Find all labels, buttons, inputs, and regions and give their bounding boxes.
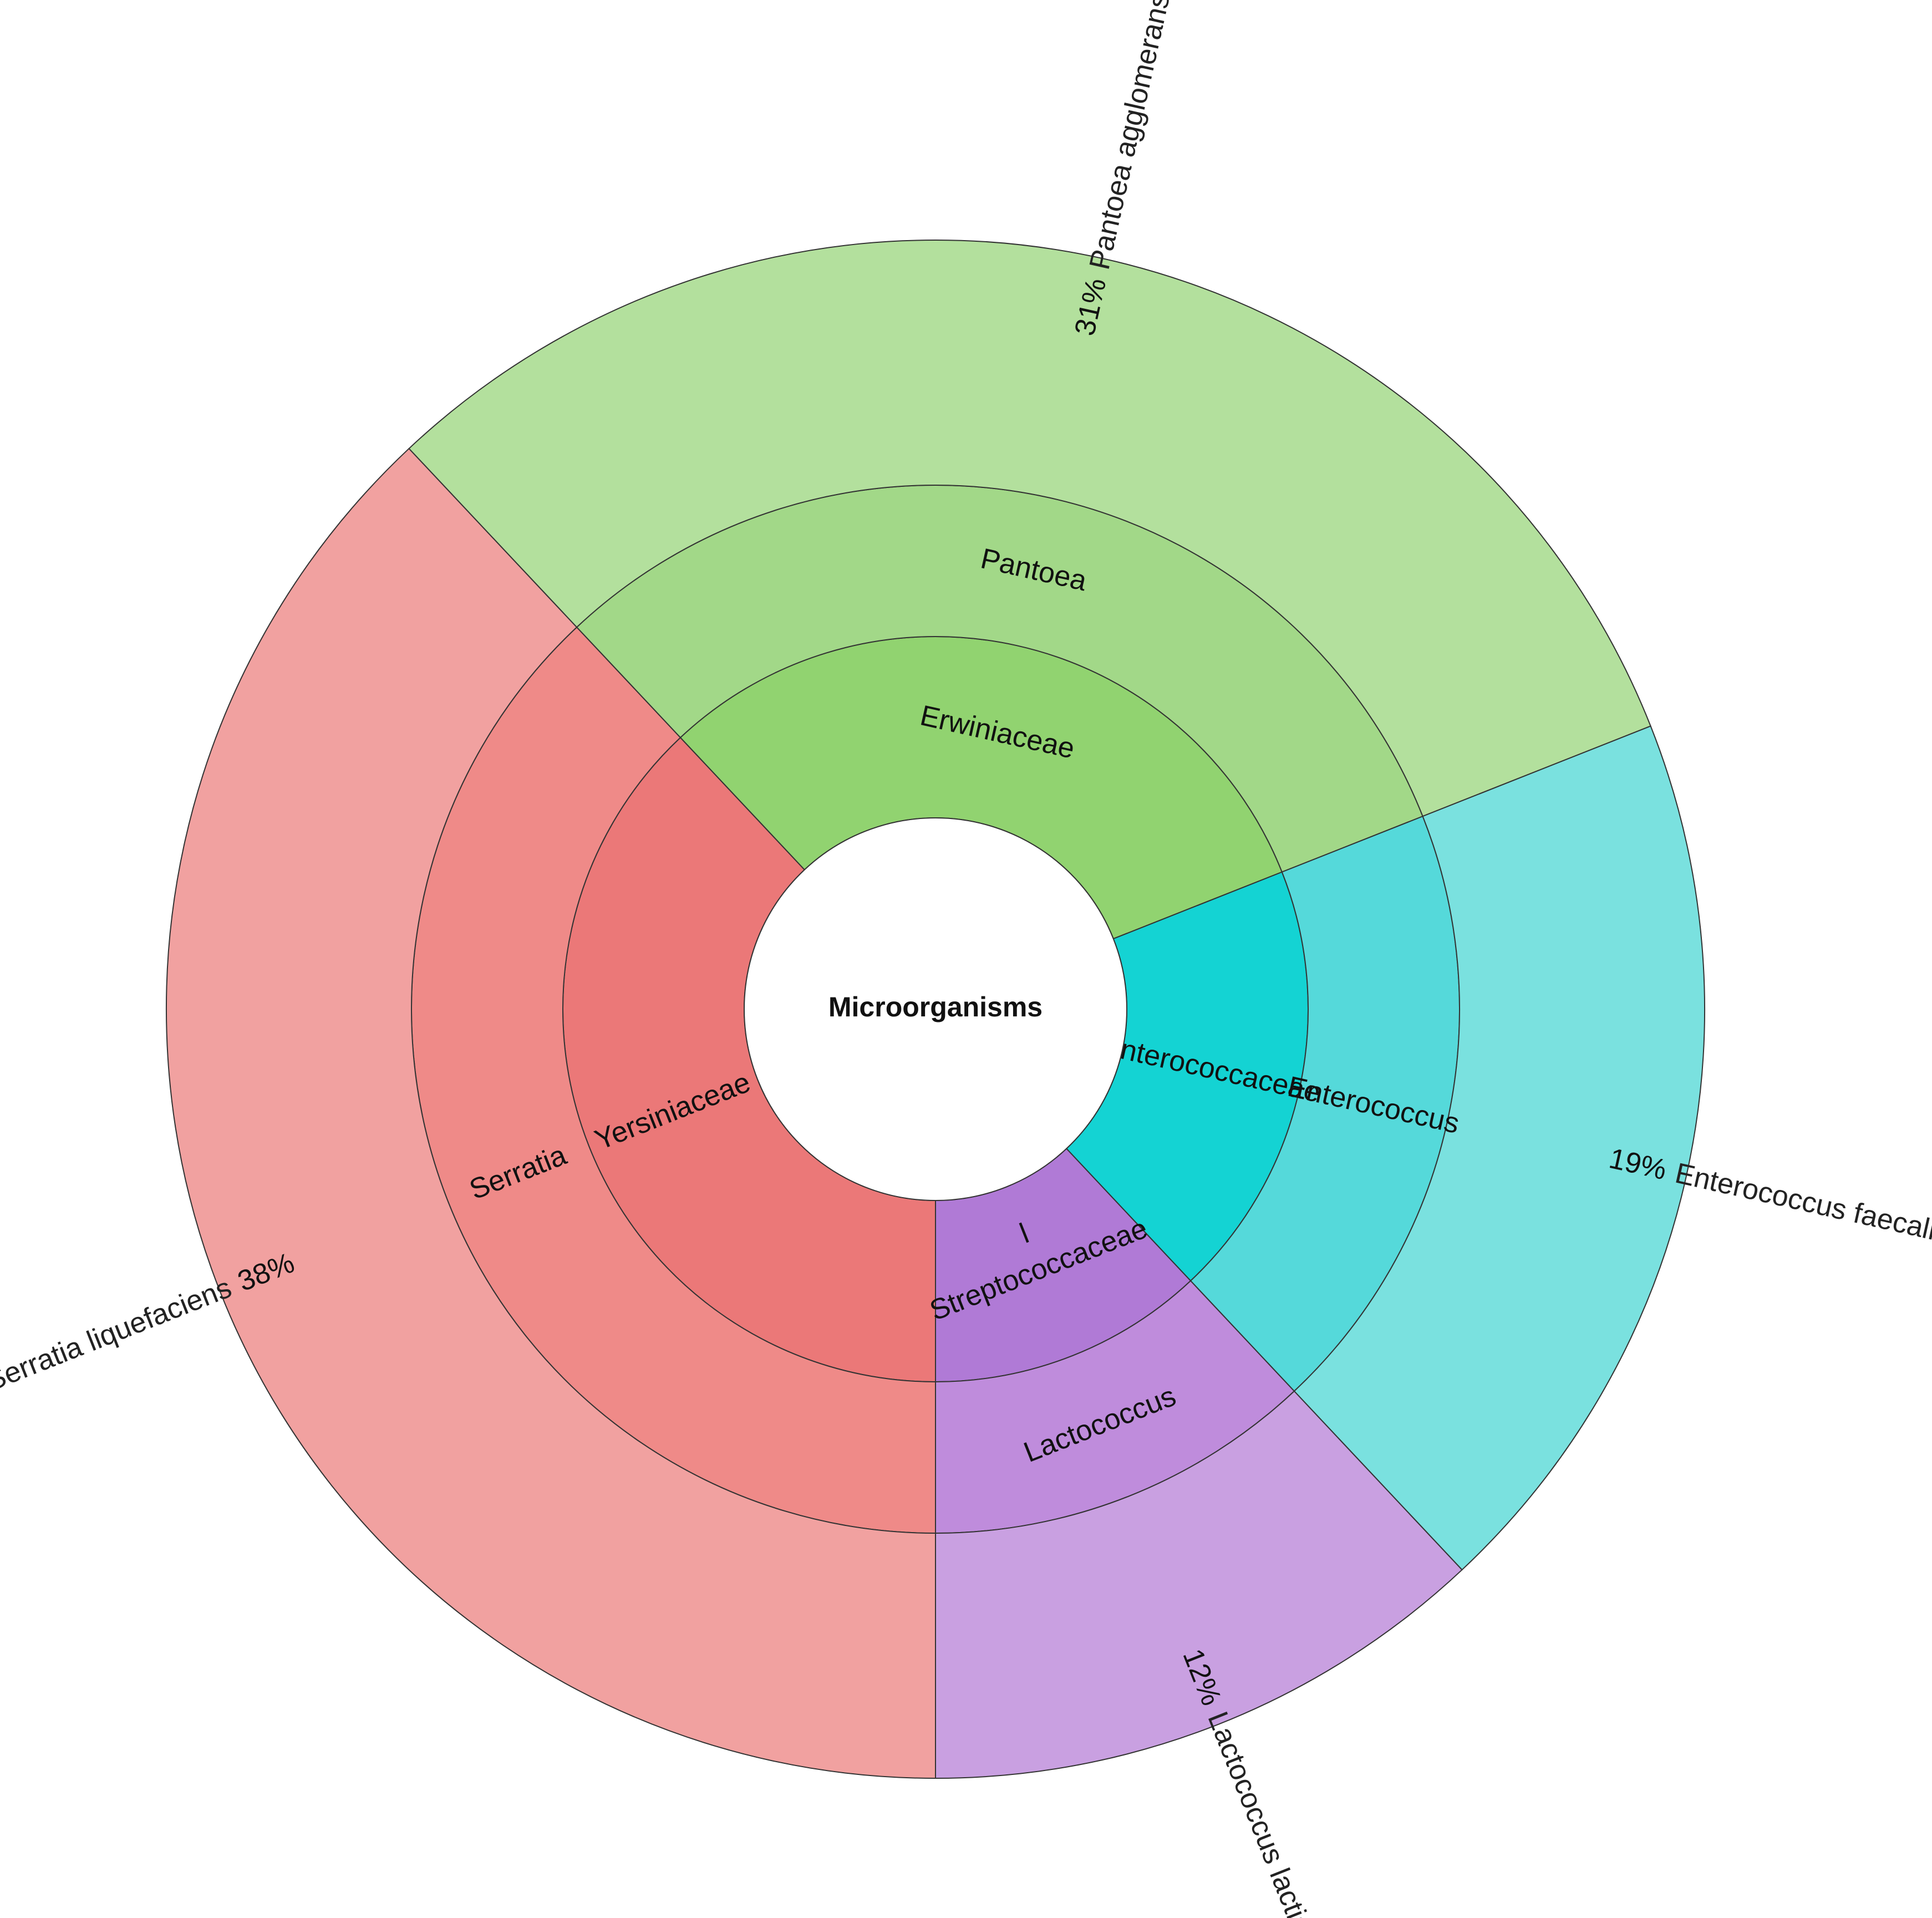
- species-label-lactococcus-lactis: Lactococcus lactis: [1201, 1707, 1317, 1918]
- species-label-enterococcus-faecalis: Enterococcus faecalis: [1672, 1157, 1932, 1250]
- segment-pantoea-agglomerans[interactable]: [408, 240, 1651, 817]
- sunburst-segments: [166, 240, 1706, 1779]
- center-label: Microorganisms: [828, 991, 1043, 1022]
- segment-serratia-liquefaciens[interactable]: [166, 447, 936, 1779]
- center-hole: [744, 817, 1127, 1201]
- species-label-pantoea-agglomerans: Pantoea agglomerans: [1084, 0, 1177, 273]
- species-label-serratia-liquefaciens: Serratia liquefaciens: [0, 1271, 236, 1397]
- segment-enterococcus-faecalis[interactable]: [1293, 725, 1706, 1571]
- segment-lactococcus-lactis[interactable]: [935, 1390, 1463, 1779]
